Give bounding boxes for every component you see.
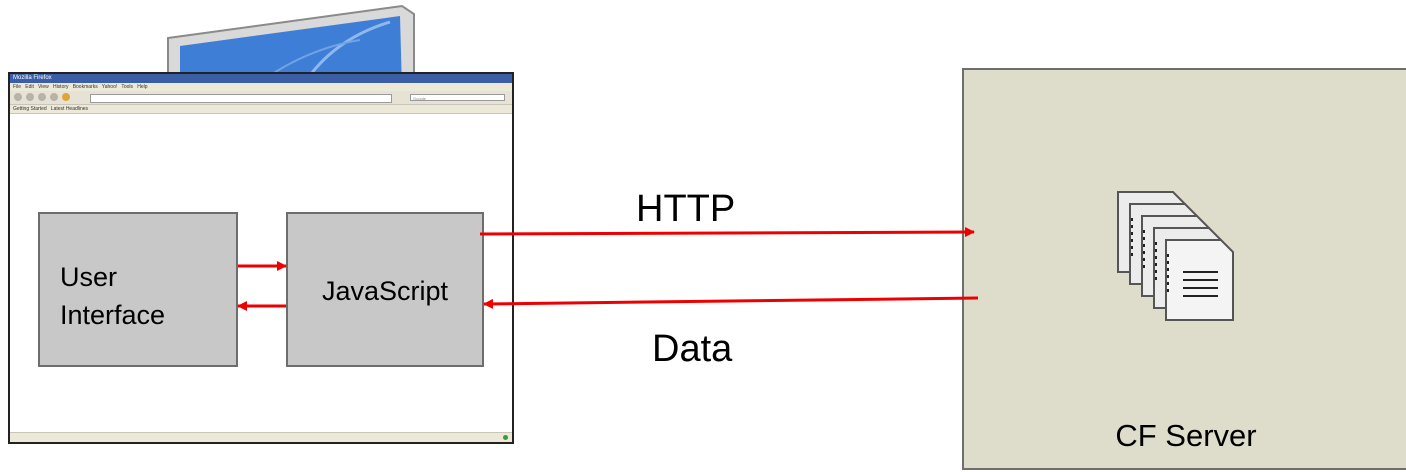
data-response-arrow	[483, 296, 979, 309]
monitor-icon	[167, 4, 415, 90]
data-edge-label: Data	[652, 328, 733, 370]
javascript-label: JavaScript	[321, 276, 449, 306]
browser-status-bar	[10, 432, 512, 442]
home-icon[interactable]	[62, 93, 70, 101]
stop-icon[interactable]	[50, 93, 58, 101]
search-input[interactable]: Google	[410, 94, 505, 101]
menu-item-help[interactable]: Help	[137, 84, 148, 90]
user-interface-label-line1: User	[60, 262, 118, 292]
reload-icon[interactable]	[38, 93, 46, 101]
menu-item-edit[interactable]: Edit	[25, 84, 34, 90]
browser-title: Mozilla Firefox	[13, 75, 52, 81]
http-edge-label: HTTP	[636, 188, 736, 230]
menu-item-history[interactable]: History	[52, 84, 69, 90]
url-input[interactable]	[90, 94, 392, 103]
user-interface-label-line2: Interface	[60, 300, 166, 330]
menu-item-file[interactable]: File	[13, 84, 22, 90]
javascript-node: JavaScript	[286, 212, 484, 367]
bookmark-getting-started[interactable]: Getting Started	[13, 106, 47, 112]
forward-icon[interactable]	[26, 93, 34, 101]
menu-item-yahoo[interactable]: Yahoo!	[101, 84, 118, 90]
bookmark-latest-headlines[interactable]: Latest Headlines	[50, 106, 89, 112]
menu-item-view[interactable]: View	[38, 84, 49, 90]
browser-menu-bar: File Edit View History Bookmarks Yahoo! …	[10, 83, 512, 91]
bookmarks-bar: Getting Started Latest Headlines	[10, 105, 512, 114]
cf-server-label: CF Server	[1115, 418, 1257, 453]
http-request-arrow	[479, 227, 975, 238]
cf-server-node: CF Server	[962, 68, 1406, 470]
back-icon[interactable]	[14, 93, 22, 101]
browser-title-bar: Mozilla Firefox	[10, 74, 512, 83]
menu-item-bookmarks[interactable]: Bookmarks	[72, 84, 98, 90]
menu-item-tools[interactable]: Tools	[121, 84, 134, 90]
status-icon	[503, 435, 508, 440]
browser-nav-bar: Google	[10, 91, 512, 105]
